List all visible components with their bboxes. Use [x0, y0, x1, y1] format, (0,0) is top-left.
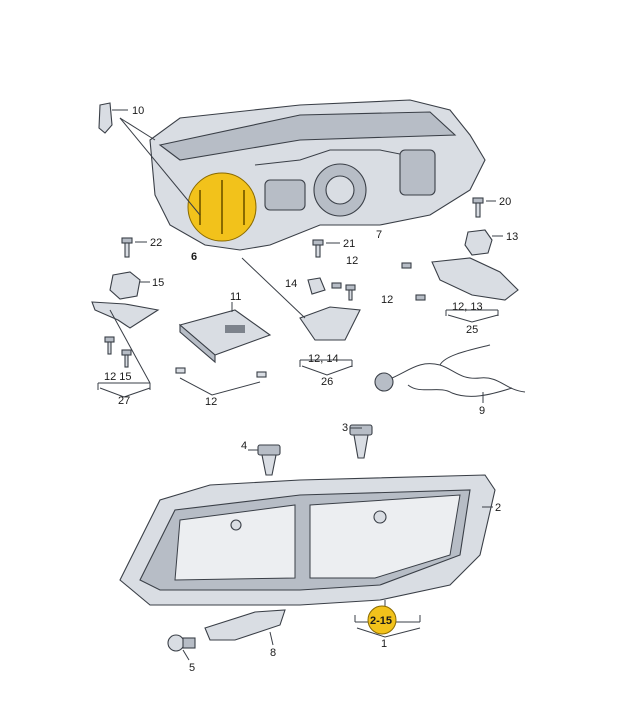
screw-21	[312, 239, 324, 258]
cover-8	[204, 609, 286, 641]
screw-20	[472, 197, 484, 218]
yellow-marker-2-15	[367, 605, 397, 635]
screw-22	[121, 237, 133, 258]
callout-10: 10	[132, 105, 144, 117]
bracket-25	[431, 257, 519, 301]
callout-26: 26	[321, 376, 333, 388]
callout-21: 21	[343, 238, 355, 250]
clip-10	[98, 102, 113, 134]
callout-4: 4	[241, 440, 247, 452]
callout-8: 8	[270, 647, 276, 659]
bulb-3	[349, 424, 373, 459]
screws-27	[104, 336, 132, 368]
bulb-5	[167, 634, 196, 652]
callout-11: 11	[230, 291, 241, 303]
callout-1: 1	[381, 638, 387, 650]
nut-15	[109, 271, 141, 300]
callout-5: 5	[189, 662, 195, 674]
nut-13	[464, 229, 493, 256]
callout-2: 2	[495, 502, 501, 514]
callout-25: 25	[466, 324, 478, 336]
bulb-4	[257, 444, 281, 476]
callout-12-14: 12, 14	[308, 353, 339, 365]
callout-2-15: 2-15	[370, 615, 392, 627]
small-parts-14-12	[307, 277, 356, 301]
callout-13: 13	[506, 231, 518, 243]
control-unit-11	[178, 309, 272, 364]
bracket-26	[299, 306, 361, 341]
callout-7: 7	[376, 229, 382, 241]
screws-12-right	[401, 262, 426, 301]
headlight-front-2	[119, 474, 496, 606]
callout-14: 14	[285, 278, 297, 290]
wiring-harness-9	[374, 344, 526, 397]
callout-27: 27	[118, 395, 130, 407]
callout-22: 22	[150, 237, 162, 249]
callout-6: 6	[191, 251, 197, 263]
callout-12-c: 12	[205, 396, 217, 408]
bulb-cap-7	[313, 163, 367, 217]
callout-12-13: 12, 13	[452, 301, 483, 313]
bracket-27	[91, 301, 160, 329]
bulb-cap-6	[187, 172, 257, 242]
screws-12-lower	[175, 367, 267, 378]
callout-12-b: 12	[381, 294, 393, 306]
callout-9: 9	[479, 405, 485, 417]
callout-20: 20	[499, 196, 511, 208]
callout-12-a: 12	[346, 255, 358, 267]
callout-3: 3	[342, 422, 348, 434]
callout-12-15: 12 15	[104, 371, 132, 383]
callout-15: 15	[152, 277, 164, 289]
